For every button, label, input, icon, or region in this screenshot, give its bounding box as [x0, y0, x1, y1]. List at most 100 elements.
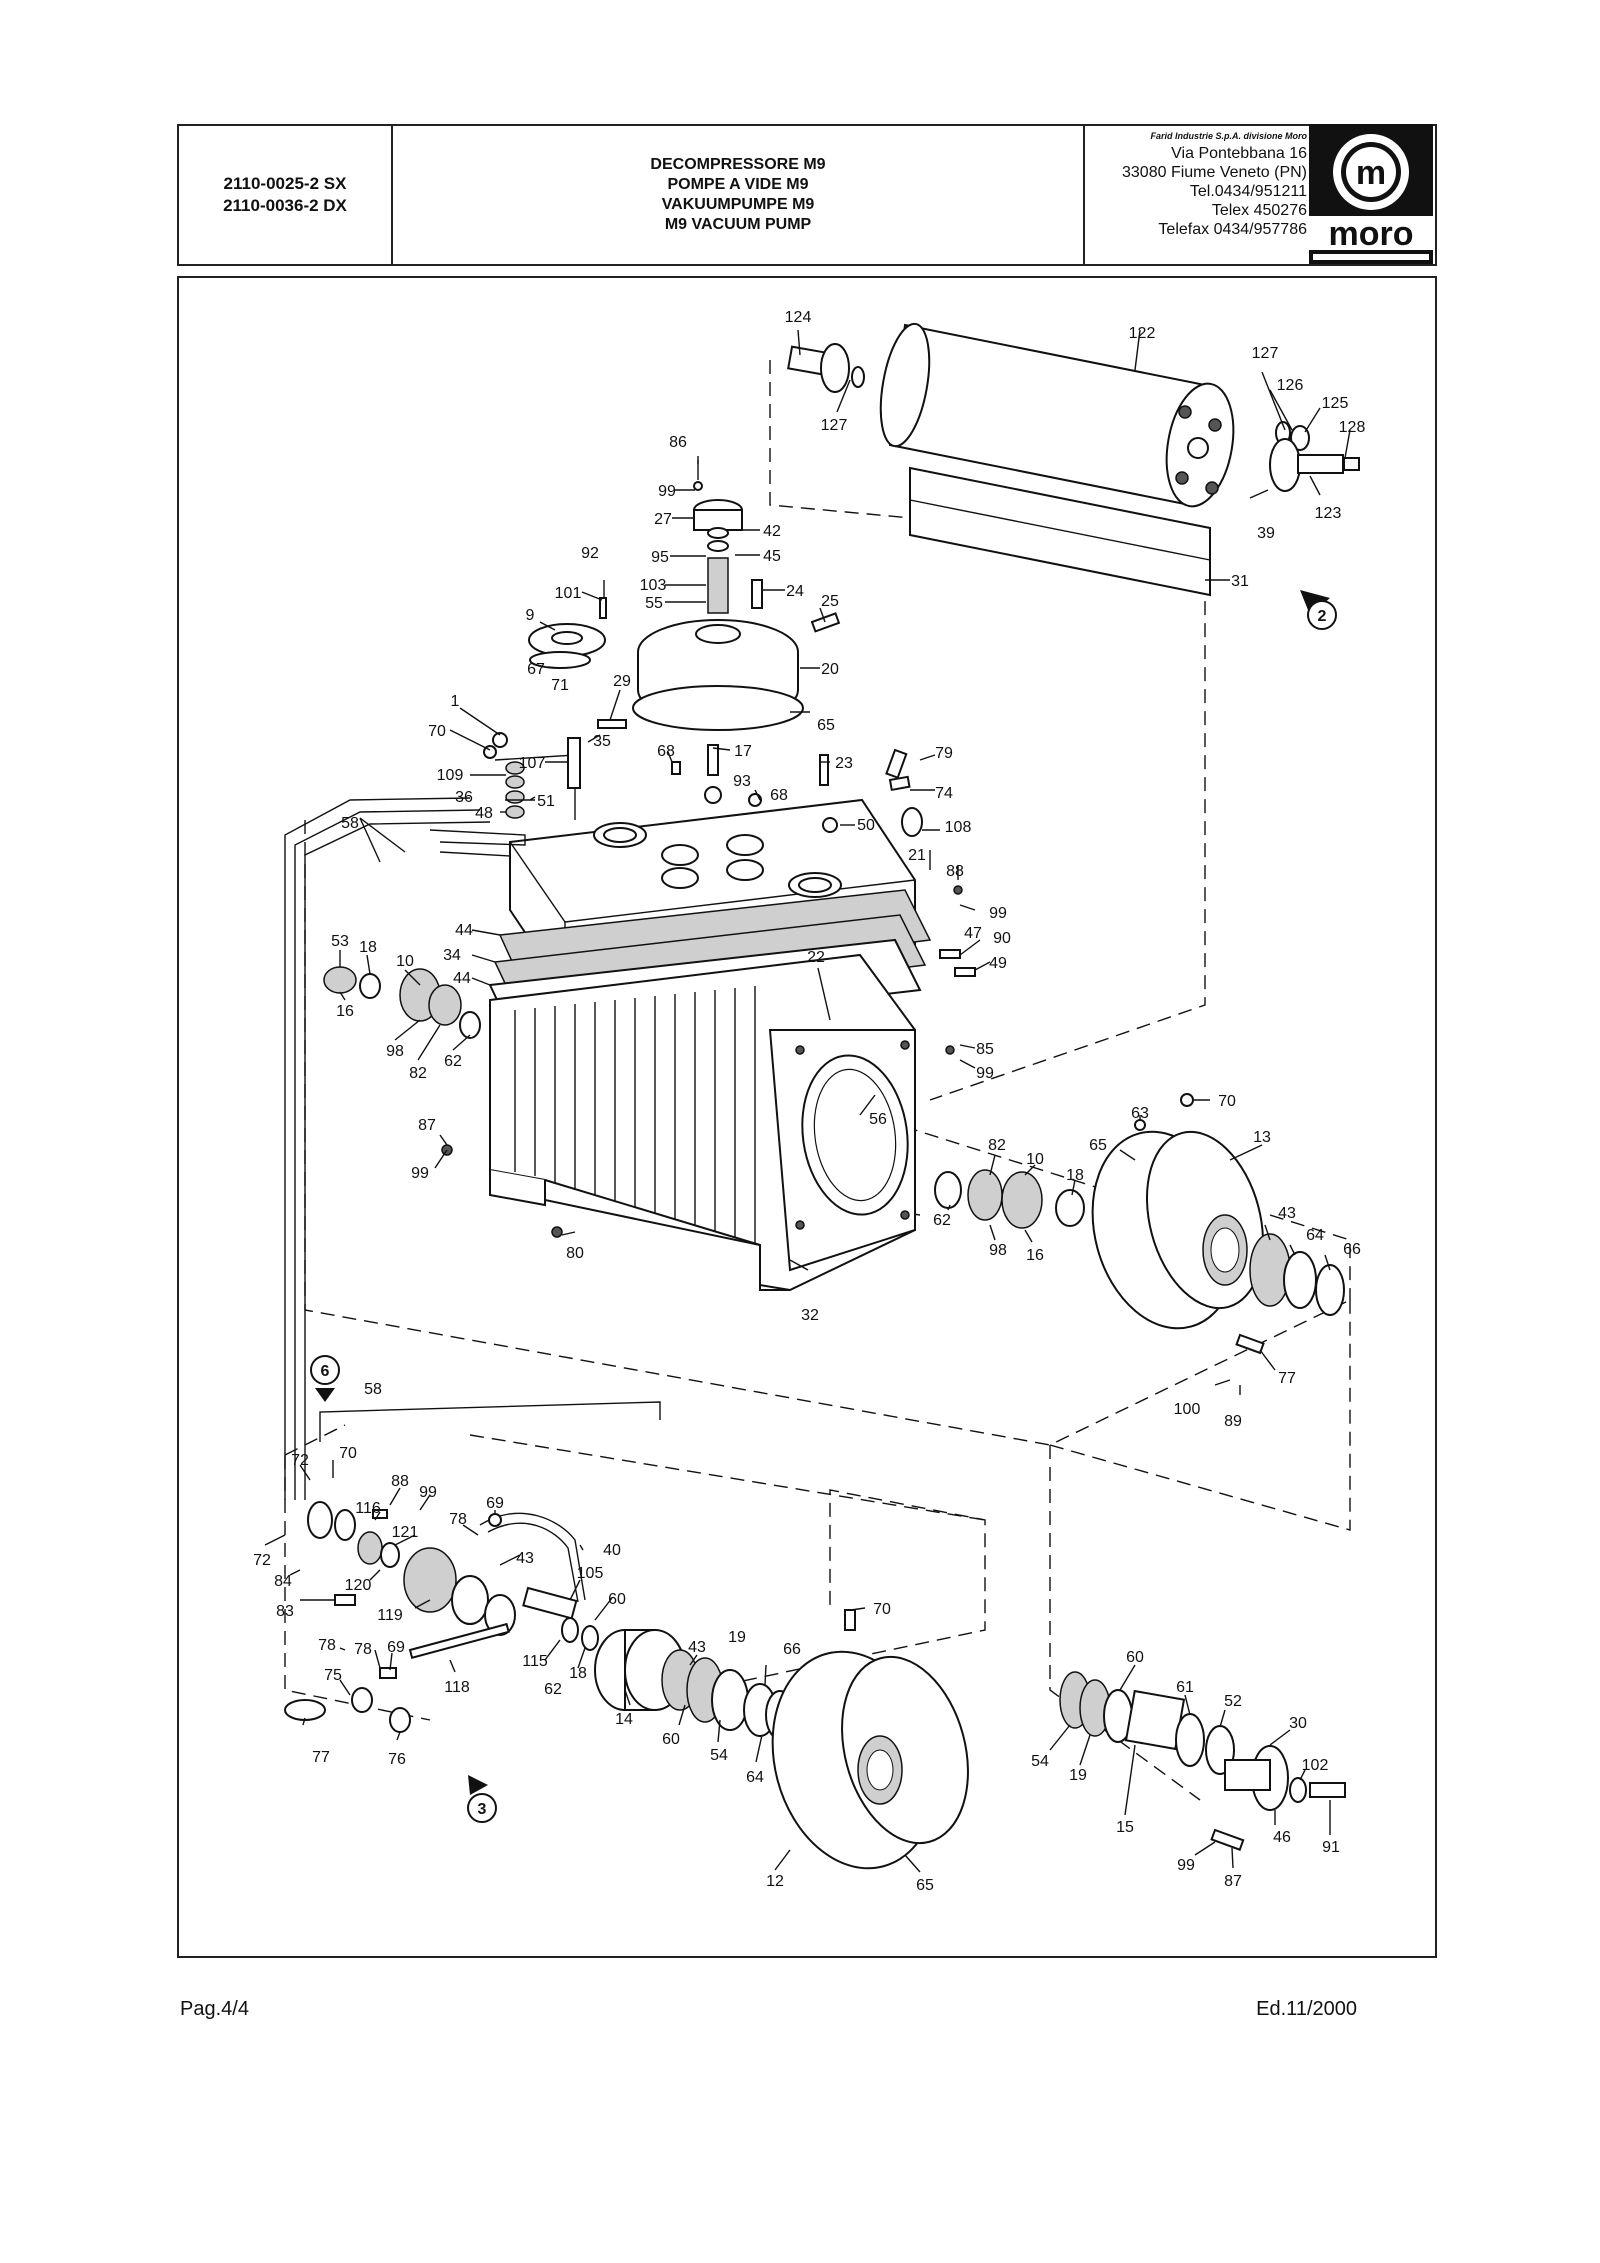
part-label: 64 [1306, 1227, 1324, 1244]
part-label: 99 [1177, 1857, 1195, 1874]
part-label: 128 [1339, 419, 1366, 436]
part-label: 122 [1129, 325, 1156, 342]
logo-letter: m [1356, 154, 1386, 192]
part-label: 72 [253, 1552, 271, 1569]
marker-label: 3 [478, 1801, 487, 1818]
part-label: 99 [419, 1484, 437, 1501]
part-label: 39 [1257, 525, 1275, 542]
left-seal-group [323, 966, 481, 1039]
part-label: 88 [391, 1473, 409, 1490]
part-label: 55 [645, 595, 663, 612]
drawing-frame [177, 276, 1437, 1958]
part-label: 56 [869, 1111, 887, 1128]
address-line: Telex 450276 [1211, 202, 1307, 219]
part-label: 19 [728, 1629, 746, 1646]
part-label: 91 [1322, 1839, 1340, 1856]
part-label: 22 [807, 949, 825, 966]
part-label: 67 [527, 661, 545, 678]
part-label: 99 [411, 1165, 429, 1182]
part-label: 54 [710, 1747, 728, 1764]
part-label: 76 [388, 1751, 406, 1768]
title-it: DECOMPRESSORE M9 [650, 156, 826, 173]
part-label: 93 [733, 773, 751, 790]
part-label: 17 [734, 743, 752, 760]
part-label: 43 [516, 1550, 534, 1567]
part-label: 83 [276, 1603, 294, 1620]
part-label: 105 [577, 1565, 604, 1582]
part-label: 77 [1278, 1370, 1296, 1387]
part-label: 101 [555, 585, 582, 602]
part-label: 109 [437, 767, 464, 784]
marker-label: 6 [321, 1363, 330, 1380]
company-firm: Farid Industrie S.p.A. divisione Moro [1150, 131, 1307, 141]
drawing-codes: 2110-0025-2 SX 2110-0036-2 DX [179, 126, 393, 264]
address-line: 33080 Fiume Veneto (PN) [1122, 164, 1307, 181]
part-label: 43 [1278, 1205, 1296, 1222]
part-label: 87 [1224, 1873, 1242, 1890]
part-label: 68 [770, 787, 788, 804]
bearing-cover-left [594, 1609, 969, 1870]
part-label: 124 [785, 309, 812, 326]
part-label: 44 [453, 970, 471, 987]
part-label: 10 [396, 953, 414, 970]
part-label: 125 [1322, 395, 1349, 412]
part-label: 95 [651, 549, 669, 566]
part-label: 48 [475, 805, 493, 822]
part-label: 70 [339, 1445, 357, 1462]
part-label: 84 [274, 1573, 292, 1590]
address-line: Via Pontebbana 16 [1171, 145, 1307, 162]
part-label: 27 [654, 511, 672, 528]
part-label: 44 [455, 922, 473, 939]
part-label: 64 [746, 1769, 764, 1786]
cylinder-body [489, 953, 916, 1291]
part-label: 15 [1116, 1819, 1134, 1836]
part-label: 18 [1066, 1167, 1084, 1184]
part-label: 78 [354, 1641, 372, 1658]
title-block: 2110-0025-2 SX 2110-0036-2 DX DECOMPRESS… [177, 124, 1437, 266]
part-label: 32 [801, 1307, 819, 1324]
part-label: 65 [916, 1877, 934, 1894]
part-label: 21 [908, 847, 926, 864]
part-label: 42 [763, 523, 781, 540]
part-label: 12 [766, 1873, 784, 1890]
part-label: 82 [409, 1065, 427, 1082]
part-labels: 124 122 127 127 126 125 128 123 39 31 86… [253, 309, 1365, 1894]
part-label: 69 [486, 1495, 504, 1512]
part-label: 121 [392, 1524, 419, 1541]
part-label: 40 [603, 1542, 621, 1559]
drawing-titles: DECOMPRESSORE M9 POMPE A VIDE M9 VAKUUMP… [393, 126, 1085, 264]
part-label: 60 [1126, 1649, 1144, 1666]
view-marker-6: 6 [310, 1355, 340, 1402]
part-label: 23 [835, 755, 853, 772]
part-label: 62 [444, 1053, 462, 1070]
part-label: 75 [324, 1667, 342, 1684]
part-label: 98 [386, 1043, 404, 1060]
part-label: 66 [1343, 1241, 1361, 1258]
code-sx: 2110-0025-2 SX [223, 174, 347, 193]
part-label: 123 [1315, 505, 1342, 522]
part-label: 60 [608, 1591, 626, 1608]
part-label: 126 [1277, 377, 1304, 394]
view-marker-2: 2 [1300, 590, 1337, 630]
part-label: 118 [444, 1679, 470, 1696]
part-label: 68 [657, 743, 675, 760]
page-number: Pag.4/4 [180, 1998, 249, 2020]
part-label: 77 [312, 1749, 330, 1766]
part-label: 69 [387, 1639, 405, 1656]
part-label: 116 [355, 1500, 381, 1517]
company-info: Farid Industrie S.p.A. divisione Moro Vi… [1085, 124, 1435, 264]
part-label: 53 [331, 933, 349, 950]
address-line: Tel.0434/951211 [1189, 183, 1307, 200]
part-label: 46 [1273, 1829, 1291, 1846]
part-label: 80 [566, 1245, 584, 1262]
moro-logo: m moro [1309, 124, 1433, 264]
part-label: 20 [821, 661, 839, 678]
edition-date: Ed.11/2000 [1256, 1998, 1357, 2020]
part-label: 49 [989, 955, 1007, 972]
part-label: 45 [763, 548, 781, 565]
part-label: 34 [443, 947, 461, 964]
part-label: 82 [988, 1137, 1006, 1154]
cooling-fins [514, 986, 756, 1244]
part-label: 36 [455, 789, 473, 806]
part-label: 85 [976, 1041, 994, 1058]
